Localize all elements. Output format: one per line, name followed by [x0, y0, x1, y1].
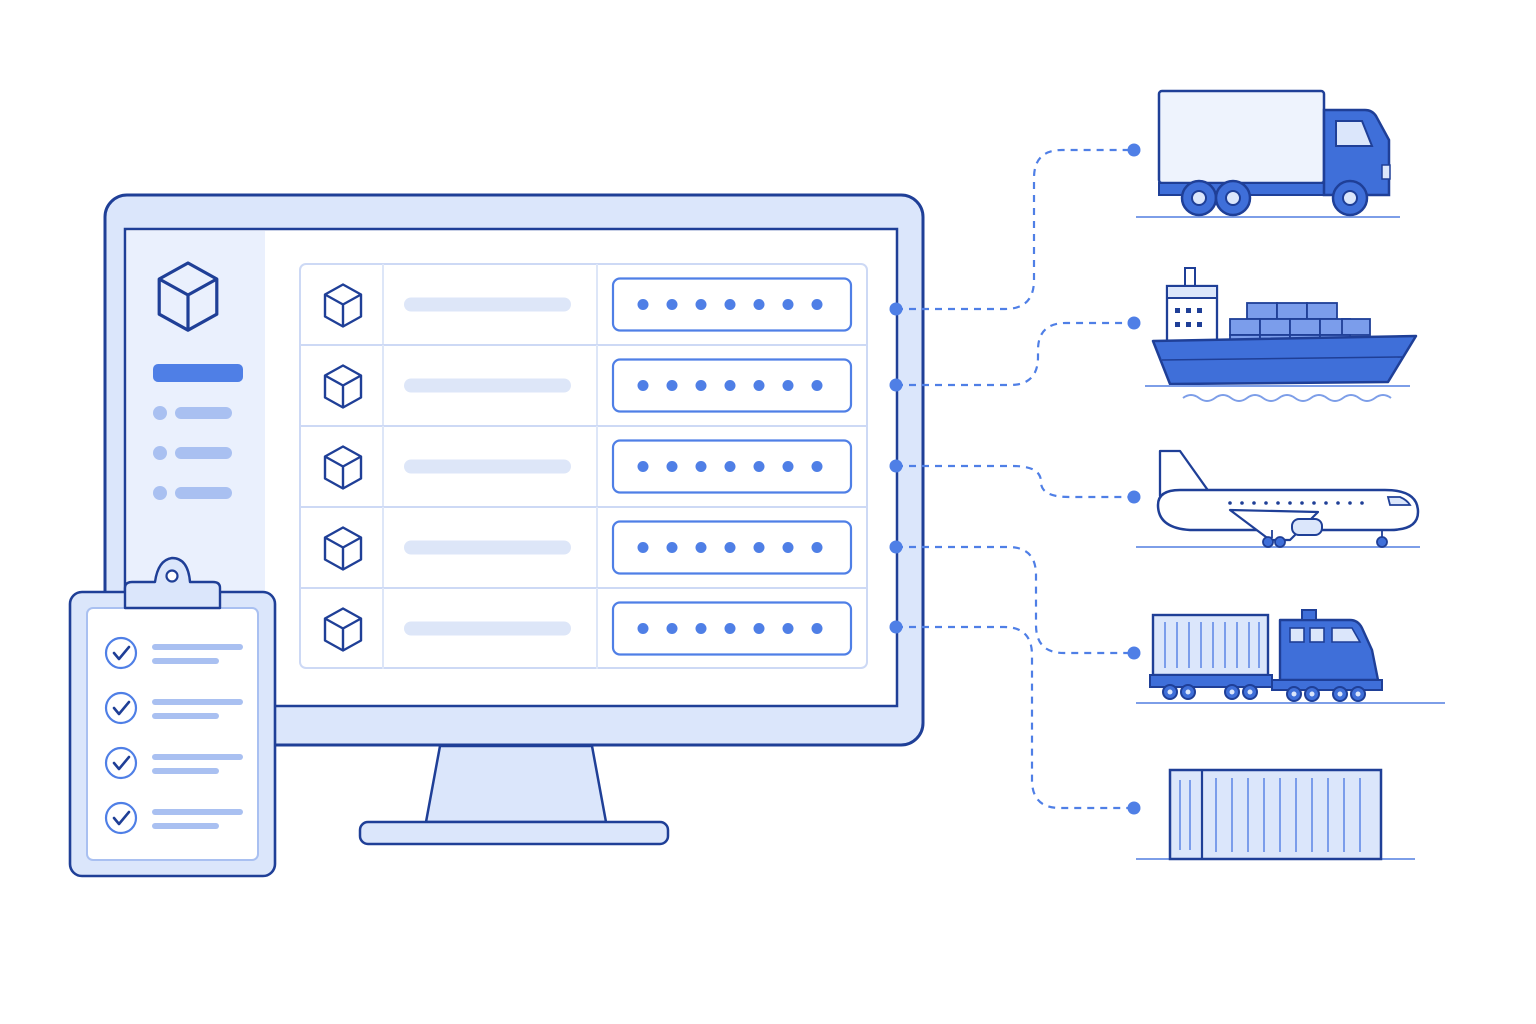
- sidebar-item-3[interactable]: [153, 446, 232, 460]
- masked-dot: [753, 623, 765, 634]
- check-circle-icon: [104, 801, 138, 835]
- masked-dot: [695, 461, 707, 472]
- connector-train: [896, 545, 1134, 655]
- checklist-item: [104, 636, 243, 670]
- clipboard-icon: [68, 556, 277, 878]
- checklist-item: [104, 691, 243, 725]
- masked-dot: [724, 461, 736, 472]
- sidebar-item-2[interactable]: [153, 406, 232, 420]
- row-label-placeholder: [404, 540, 571, 555]
- shipment-table: [299, 263, 868, 669]
- masked-dot: [637, 461, 649, 472]
- sidebar-item-active[interactable]: [153, 364, 243, 382]
- table-row[interactable]: [323, 264, 853, 345]
- freight-train-icon: [1136, 609, 1445, 704]
- cargo-ship-icon: [1145, 267, 1418, 402]
- connector-plane: [896, 464, 1134, 499]
- masked-dot: [637, 542, 649, 553]
- masked-dot: [666, 623, 678, 634]
- masked-dot: [753, 380, 765, 391]
- masked-dot: [724, 299, 736, 310]
- masked-dot: [724, 542, 736, 553]
- row-label-placeholder: [404, 459, 571, 474]
- package-cube-icon: [323, 364, 363, 409]
- masked-dot: [666, 380, 678, 391]
- masked-dot: [724, 623, 736, 634]
- connector-ship: [896, 321, 1134, 387]
- sidebar-item-4[interactable]: [153, 486, 232, 500]
- monitor-stand-neck: [424, 744, 608, 824]
- row-label-placeholder: [404, 297, 571, 312]
- masked-dot: [753, 299, 765, 310]
- check-circle-icon: [104, 746, 138, 780]
- checklist-item: [104, 746, 243, 780]
- masked-dot: [695, 299, 707, 310]
- masked-dot: [782, 623, 794, 634]
- package-cube-icon: [323, 283, 363, 328]
- table-row[interactable]: [300, 425, 867, 507]
- masked-dot: [666, 542, 678, 553]
- masked-dot: [695, 623, 707, 634]
- masked-dot: [753, 542, 765, 553]
- monitor-stand-base: [358, 820, 670, 846]
- truck-icon: [1136, 89, 1400, 218]
- masked-dot: [811, 623, 823, 634]
- connector-truck: [896, 148, 1134, 311]
- masked-dot: [666, 299, 678, 310]
- check-circle-icon: [104, 691, 138, 725]
- masked-dot: [782, 380, 794, 391]
- airplane-icon: [1136, 449, 1420, 548]
- masked-dot: [811, 461, 823, 472]
- masked-dot: [753, 461, 765, 472]
- masked-dot: [666, 461, 678, 472]
- masked-dot: [637, 299, 649, 310]
- package-cube-icon: [323, 526, 363, 571]
- masked-dot: [637, 623, 649, 634]
- masked-dot: [782, 461, 794, 472]
- package-cube-icon: [323, 445, 363, 490]
- row-label-placeholder: [404, 621, 571, 636]
- masked-dot: [782, 542, 794, 553]
- table-row[interactable]: [300, 587, 867, 669]
- shipping-container-icon: [1136, 768, 1415, 861]
- table-row[interactable]: [300, 344, 867, 426]
- masked-dot: [811, 380, 823, 391]
- masked-dot: [695, 542, 707, 553]
- checklist-item: [104, 801, 243, 835]
- masked-dot: [695, 380, 707, 391]
- masked-dot: [811, 299, 823, 310]
- check-circle-icon: [104, 636, 138, 670]
- table-row[interactable]: [300, 506, 867, 588]
- sidebar-logo-cube-icon: [157, 261, 219, 332]
- masked-dot: [637, 380, 649, 391]
- connector-container: [896, 625, 1134, 810]
- masked-dot: [724, 380, 736, 391]
- connector-lines: [896, 148, 1134, 810]
- connector-dots: [889, 143, 1141, 815]
- masked-dot: [782, 299, 794, 310]
- package-cube-icon: [323, 607, 363, 652]
- row-label-placeholder: [404, 378, 571, 393]
- masked-dot: [811, 542, 823, 553]
